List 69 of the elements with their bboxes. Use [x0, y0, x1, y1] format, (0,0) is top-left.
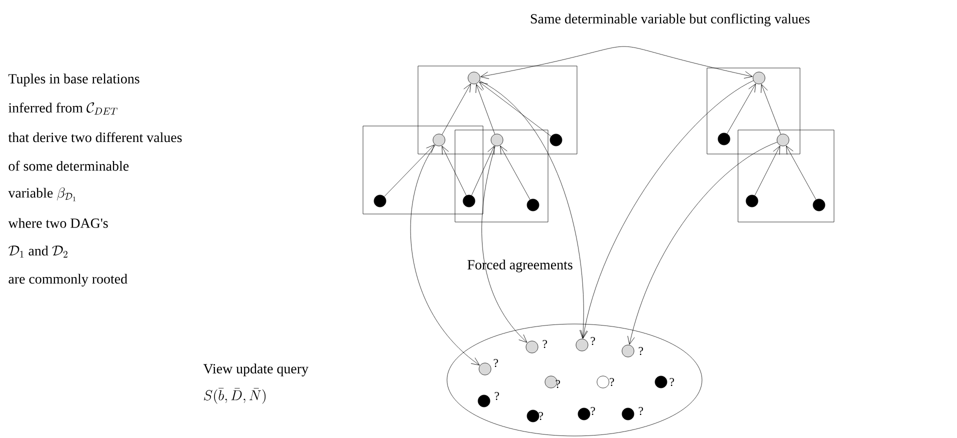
tuple-dot [596, 376, 610, 388]
annotation-text: Forced agreements [468, 260, 572, 272]
query-formula: $S(\bar{b},\bar{D},\bar{N})$ [204, 388, 266, 404]
query-label: View update query [203, 364, 308, 376]
arrow [442, 84, 471, 135]
annotation-text: $\mathcal{D}_1$ and $\mathcal{D}_2$ [8, 246, 68, 258]
annotation-text: that derive two different values [8, 132, 182, 142]
annotation-text: variable $\beta_{\mathcal{D}_1}$ [8, 187, 76, 202]
tuple-dot [544, 376, 558, 388]
question-mark: ? [610, 378, 614, 386]
arrow [442, 146, 466, 196]
tuple-dot [718, 132, 730, 146]
annotation-text: Tuples in base relations [8, 74, 140, 86]
dag-box [454, 130, 548, 222]
query-ellipse [446, 324, 702, 436]
tuple-dot [490, 134, 504, 146]
tuple-dot [478, 362, 492, 376]
question-mark: ? [542, 340, 548, 348]
arrow [476, 84, 496, 134]
question-mark: ? [538, 412, 544, 420]
tuple-dot [654, 376, 668, 388]
arrow [786, 146, 816, 200]
tuple-dot [746, 194, 758, 208]
annotation-text: inferred from $\mathcal{C}_{DET}$ [8, 102, 118, 115]
arrow [479, 82, 552, 136]
arrow [760, 84, 781, 134]
arrow [580, 80, 754, 339]
dag-box [362, 126, 484, 214]
question-mark: ? [590, 336, 596, 346]
arrow [500, 146, 530, 200]
arrow [726, 84, 756, 134]
tuple-dot [468, 72, 480, 84]
tuple-dot [812, 198, 826, 212]
annotation-text: where two DAG's [8, 218, 108, 228]
tuple-dot [776, 134, 790, 146]
tuple-dot [578, 408, 590, 420]
arrow [384, 144, 435, 197]
annotation-text: are commonly rooted [8, 274, 128, 287]
tuple-dot [374, 194, 386, 208]
dag-box [418, 66, 578, 154]
edge-label: Same determinable variable but conflicting values [529, 12, 811, 28]
arrow [471, 146, 494, 196]
dag-box [706, 68, 800, 154]
tuple-dot [526, 410, 540, 422]
tuple-dot [432, 134, 446, 146]
tuple-dot [752, 72, 766, 84]
annotation-text: of some determinable [8, 160, 129, 171]
tuple-dot [622, 344, 634, 358]
arrow [479, 80, 587, 339]
question-mark: ? [670, 378, 674, 386]
tuple-dot [622, 408, 634, 420]
arrow [482, 146, 528, 343]
tuple-dot [462, 194, 476, 208]
question-mark: ? [638, 346, 644, 356]
arrow [480, 46, 753, 79]
arrow [754, 146, 780, 196]
arrow [628, 142, 778, 345]
question-mark: ? [638, 406, 644, 416]
tuple-dot [550, 134, 562, 146]
tuple-dot [526, 340, 538, 354]
question-mark: ? [590, 406, 596, 416]
tuple-dot [478, 394, 490, 408]
question-mark: ? [556, 380, 560, 388]
dag-box [738, 130, 834, 222]
tuple-dot [576, 338, 588, 352]
arrow [410, 144, 480, 366]
question-mark: ? [494, 358, 498, 368]
question-mark: ? [494, 392, 500, 400]
tuple-dot [526, 198, 540, 212]
